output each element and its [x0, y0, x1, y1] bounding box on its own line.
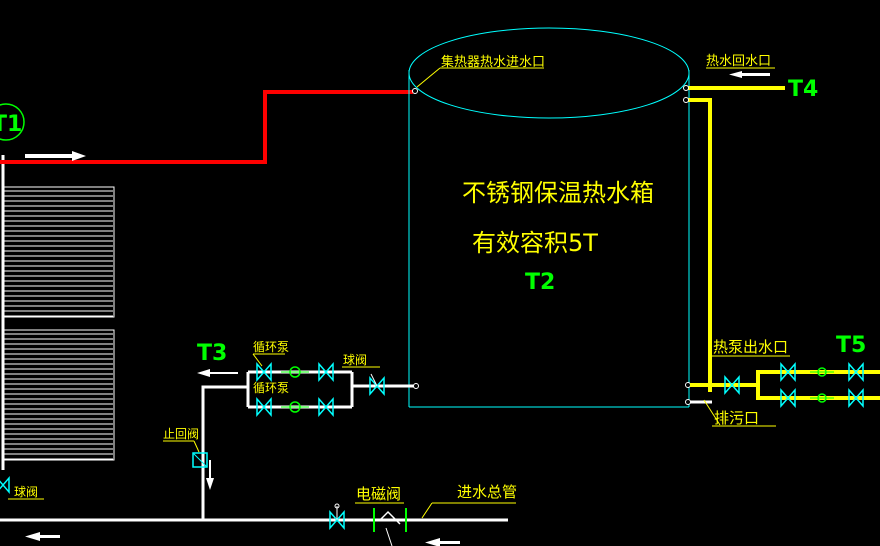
tank-title: 不锈钢保温热水箱 — [462, 179, 654, 207]
pump-icon — [281, 366, 309, 378]
t5-label: T5 — [836, 333, 866, 358]
solenoid-valve-icon — [373, 508, 407, 546]
check-valve-icon — [192, 452, 208, 468]
check-valve-label: 止回阀 — [163, 427, 199, 441]
valve-icon — [318, 397, 334, 417]
collector-hot-pipe — [0, 90, 413, 164]
hot-water-tank — [408, 27, 690, 408]
pump-outlet-label: 热泵出水口 — [713, 338, 788, 356]
pump-icon — [810, 367, 834, 377]
flow-arrow-down — [206, 460, 214, 490]
circ-pump-2-label: 循环泵 — [253, 381, 289, 395]
collector-inlet-label: 集热器热水进水口 — [441, 54, 545, 70]
main-inlet-label: 进水总管 — [457, 483, 517, 501]
right-valve-bank — [724, 362, 864, 408]
flow-arrow-left-mid — [197, 369, 238, 377]
valve-icon — [780, 388, 796, 408]
collector-valve-icon — [0, 475, 10, 495]
ball-valve-left-label: 球阀 — [14, 485, 38, 499]
valve-icon — [256, 397, 272, 417]
circ-pump-1-label: 循环泵 — [253, 340, 289, 354]
pump-icon — [810, 393, 834, 403]
ball-valve-right-label: 球阀 — [343, 353, 367, 367]
tank-volume: 有效容积5T — [472, 229, 598, 257]
t1-label: T1 — [0, 112, 22, 137]
pump-icon — [281, 401, 309, 413]
ball-valve-icon — [369, 373, 385, 396]
circulation-valves — [256, 362, 385, 417]
t4-label: T4 — [788, 77, 818, 102]
drain-label: 排污口 — [714, 409, 759, 427]
flow-arrow-left-top — [729, 71, 770, 78]
solar-collector — [1, 155, 115, 470]
hot-return-label: 热水回水口 — [706, 54, 771, 69]
valve-icon — [848, 388, 864, 408]
inlet-valve-icon — [329, 503, 345, 530]
valve-icon — [256, 362, 272, 382]
flow-arrow-left-bottom — [25, 532, 60, 541]
valve-icon — [318, 362, 334, 382]
t2-label: T2 — [525, 270, 555, 295]
flow-arrow-right-top — [25, 151, 86, 161]
flow-arrow-left-bottom-2 — [425, 538, 460, 546]
t3-label: T3 — [197, 341, 227, 366]
valve-icon — [780, 362, 796, 382]
solenoid-valve-label: 电磁阀 — [356, 485, 401, 503]
t1-marker: T1 — [0, 103, 25, 141]
valve-icon — [724, 375, 740, 395]
valve-icon — [848, 362, 864, 382]
